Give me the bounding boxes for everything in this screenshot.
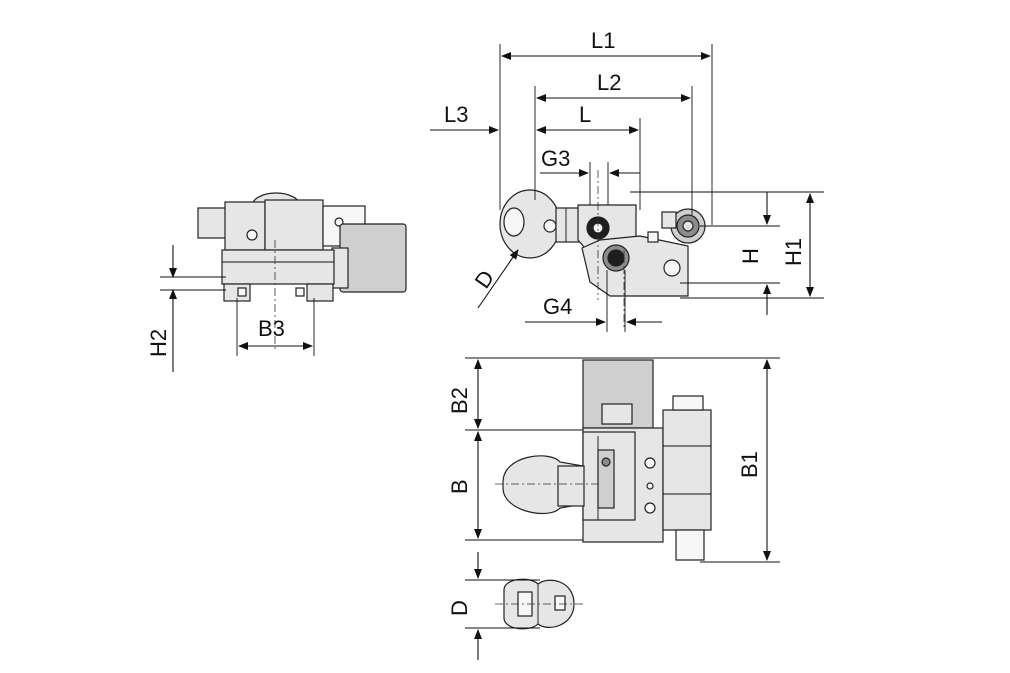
label-D-detail: D xyxy=(447,600,472,616)
side-view xyxy=(499,170,706,330)
dim-H2: H2 xyxy=(146,245,226,372)
end-view xyxy=(197,192,407,350)
label-D-side: D xyxy=(470,266,500,293)
label-L: L xyxy=(579,102,591,127)
label-L1: L1 xyxy=(591,28,615,53)
dim-D-side: D xyxy=(470,249,519,309)
dim-L2: L2 xyxy=(534,70,693,215)
label-B2: B2 xyxy=(447,387,472,414)
dim-L1: L1 xyxy=(499,28,713,225)
dim-G3: G3 xyxy=(540,146,640,205)
dim-B3: B3 xyxy=(236,298,315,356)
top-view xyxy=(495,359,712,561)
dim-G4: G4 xyxy=(525,270,662,332)
dim-L3-L: L3 L xyxy=(430,102,641,210)
label-H: H xyxy=(738,248,763,264)
knob-detail xyxy=(495,578,585,630)
label-H1: H1 xyxy=(781,238,806,266)
label-B: B xyxy=(447,479,472,494)
dim-B-B1-B2: B2 B B1 xyxy=(447,357,780,563)
label-L2: L2 xyxy=(597,70,621,95)
label-B1: B1 xyxy=(737,451,762,478)
label-H2: H2 xyxy=(146,329,171,357)
dim-D-detail: D xyxy=(447,552,540,660)
label-L3: L3 xyxy=(444,102,468,127)
label-B3: B3 xyxy=(258,316,285,341)
dim-H-H1: H H1 xyxy=(630,191,824,315)
label-G3: G3 xyxy=(541,146,570,171)
label-G4: G4 xyxy=(543,294,572,319)
